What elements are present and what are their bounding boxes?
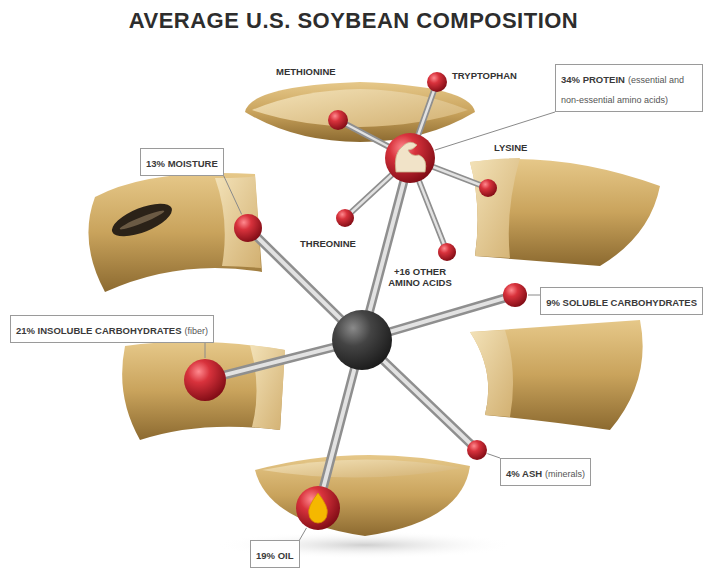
component-ball xyxy=(503,283,527,307)
amino-acid-label: +16 OTHER AMINO ACIDS xyxy=(384,266,456,289)
leader-line xyxy=(487,454,500,458)
leader-line xyxy=(205,343,206,358)
label-heading: 34% PROTEIN xyxy=(561,74,625,85)
component-ball xyxy=(184,359,226,401)
hilum-stripe xyxy=(119,208,166,232)
component-ball xyxy=(234,214,262,242)
amino-ball xyxy=(479,179,497,197)
component-ball xyxy=(467,440,487,460)
label-heading: 13% MOISTURE xyxy=(146,158,218,169)
shell-inner xyxy=(262,459,462,477)
shell xyxy=(88,173,262,292)
amino-acid-label: THREONINE xyxy=(300,238,356,249)
leader-line xyxy=(528,295,540,296)
amino-ball xyxy=(328,110,348,130)
label-box: 9% SOLUBLE CARBOHYDRATES xyxy=(540,287,703,315)
shell xyxy=(255,455,470,536)
hilum xyxy=(108,197,176,243)
oil-ball xyxy=(296,486,340,530)
label-heading: 21% INSOLUBLE CARBOHYDRATES xyxy=(16,325,182,336)
shell xyxy=(470,159,660,266)
title: AVERAGE U.S. SOYBEAN COMPOSITION xyxy=(0,8,707,34)
amino-ball xyxy=(438,243,456,261)
label-heading: 9% SOLUBLE CARBOHYDRATES xyxy=(546,297,697,308)
amino-acid-label: METHIONINE xyxy=(276,66,336,77)
amino-ball xyxy=(336,209,354,227)
shell-inner xyxy=(470,158,520,258)
rods xyxy=(205,82,515,508)
leader-line xyxy=(224,176,242,214)
shell xyxy=(122,342,285,440)
label-box: 34% PROTEIN(essential and non-essential … xyxy=(555,64,703,112)
leader-line xyxy=(300,528,307,540)
label-heading: 4% ASH xyxy=(506,468,542,479)
label-note: (minerals) xyxy=(545,469,585,479)
amino-acid-label: TRYPTOPHAN xyxy=(452,70,517,81)
shell-inner xyxy=(470,330,513,417)
label-box: 19% OIL xyxy=(250,540,300,568)
amino-acid-label: LYSINE xyxy=(494,142,527,153)
center-sphere xyxy=(332,310,392,370)
amino-ball xyxy=(427,72,447,92)
muscle-icon xyxy=(395,142,425,172)
protein-ball xyxy=(385,133,435,183)
label-box: 13% MOISTURE xyxy=(140,148,224,176)
oil-drop xyxy=(309,493,328,523)
shell-inner xyxy=(215,176,261,268)
label-box: 4% ASH(minerals) xyxy=(500,458,591,486)
label-note: (fiber) xyxy=(184,326,208,336)
label-box: 21% INSOLUBLE CARBOHYDRATES(fiber) xyxy=(10,315,214,343)
label-heading: 19% OIL xyxy=(256,550,294,561)
shell xyxy=(470,320,643,430)
